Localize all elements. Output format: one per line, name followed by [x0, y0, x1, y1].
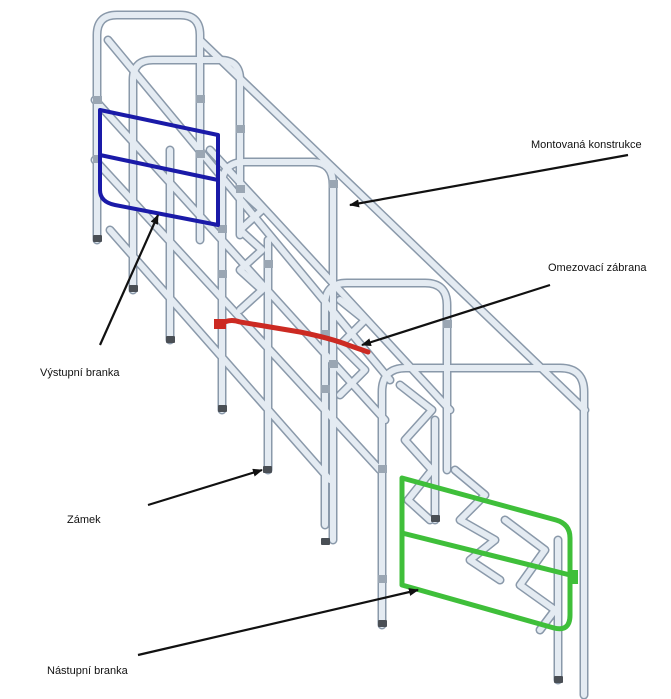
hoop-1 [94, 12, 203, 243]
zigzag-3 [397, 382, 435, 523]
hoop-3 [219, 159, 336, 543]
arrow-vystupni [98, 214, 160, 346]
arrow-nastupni [137, 588, 419, 657]
nastupni-branka-gate [399, 475, 573, 632]
arrow-zamek [147, 468, 263, 507]
top-rail-outer [197, 37, 588, 413]
zigzag-2 [337, 297, 368, 398]
label-omezovaci-zabrana: Omezovací zábrana [548, 262, 647, 274]
zigzag-4 [452, 467, 503, 583]
hoop-2 [130, 57, 243, 293]
vystupni-branka-gate [98, 108, 220, 227]
montovana-konstrukce-frame [90, 10, 590, 699]
hoop-4 [322, 280, 450, 528]
hoop-5 [379, 365, 587, 698]
pipe-feet [93, 235, 563, 683]
arrow-montovana [349, 153, 629, 208]
nastupni-branka-latch [570, 570, 578, 584]
pipe-clamps [93, 95, 452, 583]
label-montovana-konstrukce: Montovaná konstrukce [531, 139, 642, 151]
zigzag-1 [237, 187, 265, 313]
label-zamek: Zámek [67, 514, 101, 526]
top-rail-inner [105, 37, 393, 383]
arrow-omezovaci [361, 283, 551, 347]
label-nastupni-branka: Nástupní branka [47, 665, 128, 677]
label-vystupni-branka: Výstupní branka [40, 367, 120, 379]
label-arrows [98, 153, 629, 657]
zigzag-5 [502, 517, 558, 633]
omezovaci-zabrana-end [214, 319, 226, 329]
